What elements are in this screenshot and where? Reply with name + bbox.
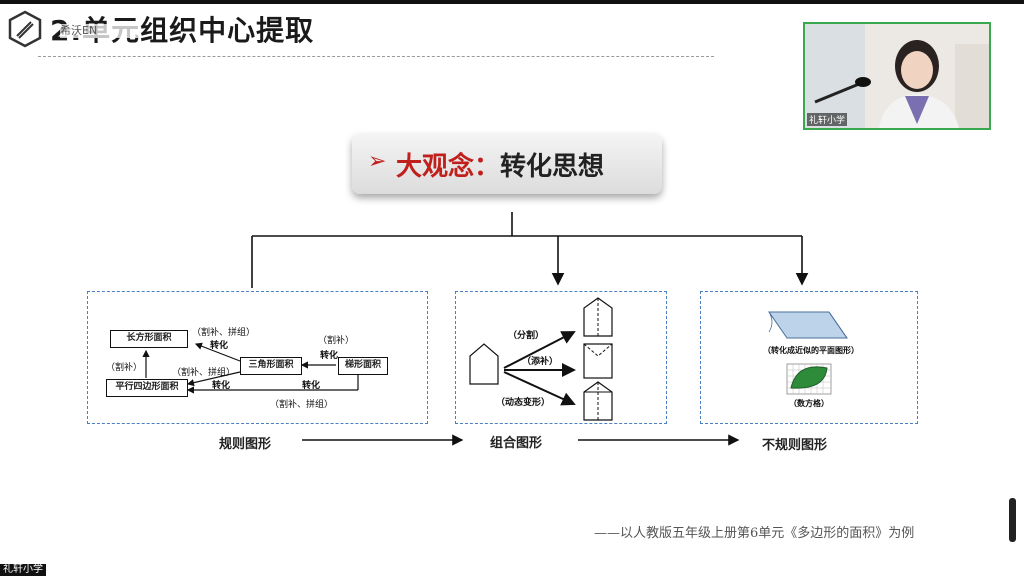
big-idea-banner: ➢ 大观念：转化思想	[352, 134, 662, 194]
label-transform-1: 转化	[210, 341, 229, 351]
regular-shapes-panel: 长方形面积 三角形面积 梯形面积 平行四边形面积 （割补、拼组） 转化 （割补）…	[87, 291, 428, 424]
brand-watermark: 希沃EN	[60, 24, 140, 38]
irregular-shapes-panel: （转化成近似的平面图形） （数方格）	[700, 291, 918, 424]
triangle-bullet-icon: ➢	[368, 149, 387, 174]
label-cut-2: （割补）	[106, 363, 143, 373]
parallelogram-area-box: 平行四边形面积	[106, 379, 188, 397]
label-cut-combine-2: （割补、拼组）	[172, 368, 236, 378]
label-transform-2: 转化	[320, 351, 339, 361]
scrollbar[interactable]	[1009, 498, 1016, 542]
pentagon-shape	[469, 343, 499, 385]
presenter-video	[805, 24, 989, 128]
school-tag: 礼轩小学	[0, 564, 46, 576]
leaf-shape	[790, 366, 828, 389]
webcam-feed[interactable]: 礼轩小学	[803, 22, 991, 130]
trapezoid-area-box: 梯形面积	[338, 357, 388, 375]
label-dynamic-deform: （动态变形）	[496, 398, 551, 408]
composite-shapes-diagram	[469, 297, 613, 421]
label-add: （添补）	[522, 357, 559, 367]
top-bar	[0, 0, 1024, 4]
left-panel-arrows	[142, 342, 359, 394]
label-count-squares: （数方格）	[789, 398, 829, 408]
hexagon-logo-icon	[6, 10, 44, 48]
big-idea-value: 转化思想	[500, 152, 605, 182]
big-idea-label: 大观念：	[396, 152, 501, 182]
label-transform-4: 转化	[302, 381, 321, 391]
label-cut-combine-3: （割补、拼组）	[270, 400, 334, 410]
label-cut-combine-1: （割补、拼组）	[192, 328, 256, 338]
parallelogram-shape	[768, 311, 848, 339]
irregular-shapes-diagram	[768, 311, 848, 395]
label-split: （分割）	[508, 331, 545, 341]
source-footnote: ——以人教版五年级上册第6单元《多边形的面积》为例	[594, 526, 915, 541]
composite-shapes-panel: （分割） （添补） （动态变形）	[455, 291, 667, 424]
label-transform-3: 转化	[212, 381, 231, 391]
rectangle-area-box: 长方形面积	[110, 330, 188, 348]
category-composite: 组合图形	[490, 436, 543, 451]
webcam-label: 礼轩小学	[807, 113, 848, 126]
big-idea-text: 大观念：转化思想	[396, 146, 604, 183]
triangle-area-box: 三角形面积	[240, 357, 302, 375]
label-approx-plane: （转化成近似的平面图形）	[763, 345, 859, 355]
label-cut-1: （割补）	[318, 336, 355, 346]
category-irregular: 不规则图形	[762, 438, 828, 453]
title-divider	[38, 56, 714, 57]
category-regular: 规则图形	[219, 437, 272, 452]
